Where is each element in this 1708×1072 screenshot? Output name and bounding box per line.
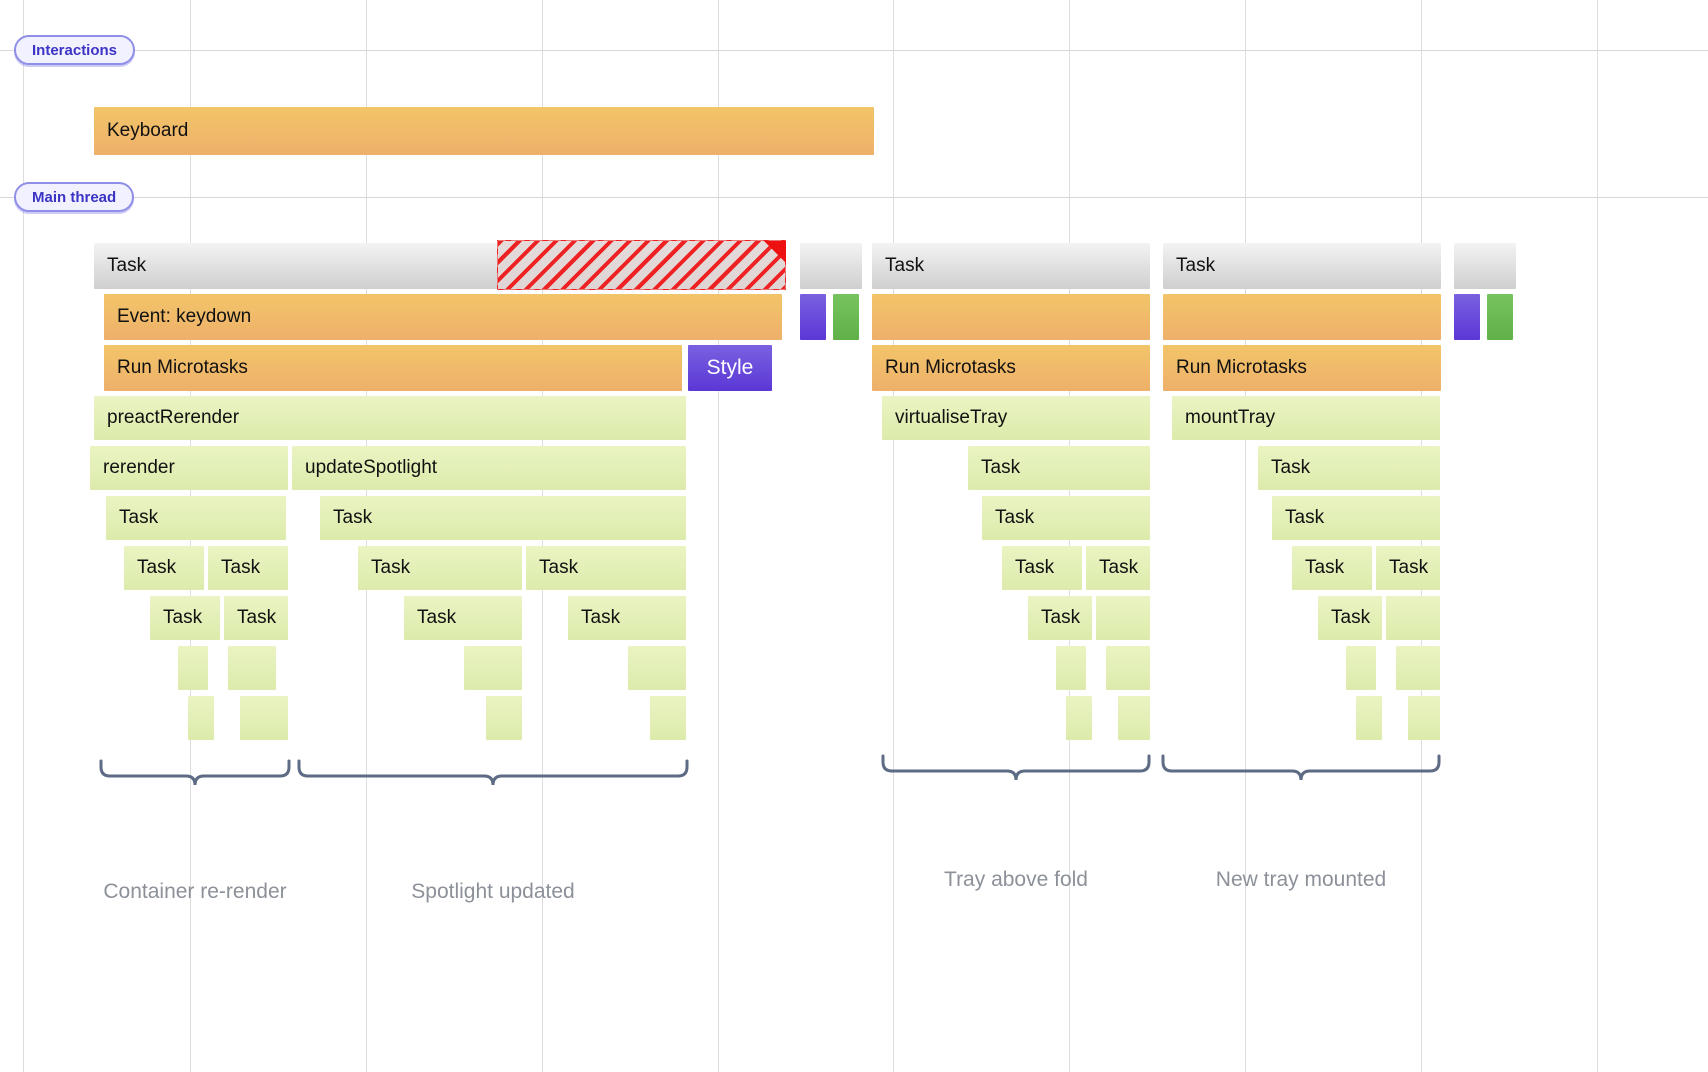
flame-bar-leaf-r3[interactable] xyxy=(1346,646,1376,690)
flame-bar-update-spotlight[interactable]: updateSpotlight xyxy=(292,446,686,490)
brace-tray-above-fold xyxy=(881,754,1151,789)
flame-bar-leaf-l3[interactable] xyxy=(464,646,522,690)
flame-bar-tray-task-d2[interactable]: Task xyxy=(968,446,1150,490)
flame-bar-rerender-task-b[interactable]: Task xyxy=(208,546,288,590)
track-pill-main-thread[interactable]: Main thread xyxy=(14,182,135,212)
track-pill-interactions[interactable]: Interactions xyxy=(14,35,136,65)
flame-bar-tray-task-b[interactable]: Task xyxy=(1086,546,1150,590)
long-task-warning-triangle-icon xyxy=(764,241,786,263)
flame-bar-spotlight-task-d[interactable]: Task xyxy=(568,596,686,640)
flame-bar-event-bar-3[interactable] xyxy=(1163,294,1441,340)
flame-bar-rerender-task-a[interactable]: Task xyxy=(124,546,204,590)
track-divider-interactions xyxy=(0,50,1708,51)
flame-bar-run-microtasks-2[interactable]: Run Microtasks xyxy=(872,345,1150,391)
flame-bar-leaf-r2[interactable] xyxy=(1106,646,1150,690)
flame-bar-style-swatch-1[interactable] xyxy=(800,294,826,340)
flame-bar-interaction-keyboard[interactable]: Keyboard xyxy=(94,107,874,155)
flame-bar-tray-task-c[interactable]: Task xyxy=(1028,596,1092,640)
flame-bar-leaf-l4[interactable] xyxy=(628,646,686,690)
flame-bar-leaf-r8[interactable] xyxy=(1408,696,1440,740)
flame-bar-mount-task-d2[interactable]: Task xyxy=(1258,446,1440,490)
annotation-label-new-tray-mounted: New tray mounted xyxy=(1215,868,1387,891)
brace-spotlight-updated xyxy=(297,759,689,794)
flame-bar-mount-task-a[interactable]: Task xyxy=(1292,546,1372,590)
annotation-label-container-re-render: Container re-render xyxy=(103,880,287,903)
flame-bar-run-microtasks-3[interactable]: Run Microtasks xyxy=(1163,345,1441,391)
flame-bar-tray-task-d[interactable] xyxy=(1096,596,1150,640)
flame-bar-event-keydown[interactable]: Event: keydown xyxy=(104,294,782,340)
flame-bar-spotlight-task-c[interactable]: Task xyxy=(404,596,522,640)
flame-bar-mount-task-c[interactable]: Task xyxy=(1318,596,1382,640)
flame-bar-run-microtasks-1[interactable]: Run Microtasks xyxy=(104,345,682,391)
flame-bar-task-2[interactable]: Task xyxy=(872,243,1150,289)
flame-bar-leaf-l5[interactable] xyxy=(188,696,214,740)
flame-bar-mount-task-b[interactable]: Task xyxy=(1376,546,1440,590)
gridline-4 xyxy=(718,0,719,1072)
flame-bar-leaf-r4[interactable] xyxy=(1396,646,1440,690)
flame-bar-rerender-task-d[interactable]: Task xyxy=(224,596,288,640)
flame-bar-rerender[interactable]: rerender xyxy=(90,446,288,490)
flame-bar-style-block[interactable]: Style xyxy=(688,345,772,391)
annotation-label-tray-above-fold: Tray above fold xyxy=(944,868,1088,891)
flame-bar-mount-task-d3[interactable]: Task xyxy=(1272,496,1440,540)
flame-bar-virtualise-tray[interactable]: virtualiseTray xyxy=(882,396,1150,440)
flame-bar-task-3[interactable]: Task xyxy=(1163,243,1441,289)
flame-bar-leaf-l6[interactable] xyxy=(240,696,288,740)
gridline-9 xyxy=(1597,0,1598,1072)
gridline-0 xyxy=(23,0,24,1072)
flame-bar-spotlight-task-b[interactable]: Task xyxy=(526,546,686,590)
flame-bar-spotlight-task-a[interactable]: Task xyxy=(358,546,522,590)
flame-bar-preact-rerender[interactable]: preactRerender xyxy=(94,396,686,440)
gridline-7 xyxy=(1245,0,1246,1072)
long-task-hatch[interactable] xyxy=(497,240,786,290)
flame-bar-paint-swatch-1[interactable] xyxy=(833,294,859,340)
flame-bar-leaf-l8[interactable] xyxy=(650,696,686,740)
flame-bar-leaf-r1[interactable] xyxy=(1056,646,1086,690)
flame-bar-rerender-task-c[interactable]: Task xyxy=(150,596,220,640)
flame-bar-leaf-l7[interactable] xyxy=(486,696,522,740)
brace-container-re-render xyxy=(99,759,291,794)
flame-bar-leaf-r7[interactable] xyxy=(1356,696,1382,740)
track-divider-main-thread xyxy=(0,197,1708,198)
brace-new-tray-mounted xyxy=(1161,754,1441,789)
flame-bar-leaf-l1[interactable] xyxy=(178,646,208,690)
flame-bar-task-1-trailing[interactable] xyxy=(800,243,862,289)
flame-bar-spotlight-task[interactable]: Task xyxy=(320,496,686,540)
flame-bar-event-bar-2[interactable] xyxy=(872,294,1150,340)
flame-bar-rerender-task[interactable]: Task xyxy=(106,496,286,540)
flame-bar-paint-swatch-2[interactable] xyxy=(1487,294,1513,340)
flame-bar-leaf-r6[interactable] xyxy=(1118,696,1150,740)
annotation-label-spotlight-updated: Spotlight updated xyxy=(411,880,575,903)
flame-bar-mount-tray[interactable]: mountTray xyxy=(1172,396,1440,440)
flame-bar-style-swatch-2[interactable] xyxy=(1454,294,1480,340)
gridline-5 xyxy=(893,0,894,1072)
flame-bar-tray-task-a[interactable]: Task xyxy=(1002,546,1082,590)
flame-bar-tray-task-d3[interactable]: Task xyxy=(982,496,1150,540)
flame-bar-leaf-r5[interactable] xyxy=(1066,696,1092,740)
flame-bar-mount-task-d[interactable] xyxy=(1386,596,1440,640)
flame-bar-leaf-l2[interactable] xyxy=(228,646,276,690)
flame-bar-task-3-trailing[interactable] xyxy=(1454,243,1516,289)
